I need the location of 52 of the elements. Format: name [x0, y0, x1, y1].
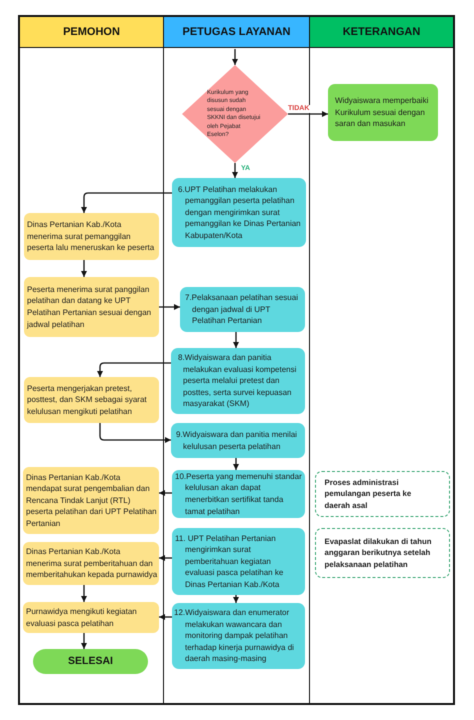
end-terminator: [33, 649, 148, 674]
lane-title: PETUGAS LAYANAN: [182, 26, 290, 38]
step-text: Dinas Pertanian Kab./Kota menerima surat pemberitahuan dan memberitahukan kepada purnawidya: [26, 546, 158, 581]
lane-title: PEMOHON: [63, 26, 120, 38]
process-box: [180, 287, 305, 332]
decision-diamond: [182, 65, 288, 163]
flow-arrow: [233, 458, 239, 470]
step-text: 11. UPT Pelatihan Pertanian mengirimkan surat pemberitahuan kegiatan evaluasi pasca pelatihan ke Dinas Pertanian Kab./Kota: [175, 532, 284, 590]
flow-arrow: [159, 614, 172, 620]
flow-arrow: [81, 633, 87, 649]
flow-arrow: [233, 595, 239, 603]
lane-title: KETERANGAN: [342, 26, 420, 38]
flow-arrow: [233, 332, 239, 348]
process-box: [328, 84, 438, 141]
process-box: [24, 213, 159, 260]
step-text: Peserta mengerjakan pretest, posttest, dan SKM sebagai syarat kelulusan mengikuti pelatihan: [27, 382, 148, 418]
step-text: 7.Pelaksanaan pelatihan sesuai dengan jadwal di UPT Pelatihan Pertanian: [185, 292, 299, 327]
flow-arrow: [159, 555, 172, 561]
flow-arrow: [288, 111, 328, 117]
process-box: [172, 528, 305, 595]
step-text: Dinas Pertanian Kab./Kota mendapat surat pengembalian dan Rencana Tindak Lanjut (RTL) peserta pelatihan dari UPT Pelatihan Pertanian: [26, 472, 158, 530]
flow-arrow: [81, 585, 87, 602]
process-box: [171, 423, 305, 458]
process-box: [171, 348, 305, 414]
process-box: [172, 603, 305, 669]
end-text: SELESAI: [68, 655, 113, 668]
step-text: Purnawidya mengikuti kegiatan evaluasi pasca pelatihan: [26, 606, 138, 630]
process-box: [24, 377, 159, 423]
note-box: [315, 471, 450, 517]
flow-arrow: [81, 192, 172, 213]
swimlane: [310, 15, 455, 705]
flow-arrow: [81, 260, 87, 277]
step-text: Dinas Pertanian Kab./Kota menerima surat pemanggilan peserta lalu meneruskan ke peserta: [27, 219, 156, 254]
step-text: 6.UPT Pelatihan melakukan pemanggilan peserta pelatihan dengan mengirimkan surat pemanggilan ke Dinas Pertanian Kabupaten/Kota: [178, 184, 302, 242]
step-text: 12.Widyaiswara dan enumerator melakukan wawancara dan monitoring dampak pelatihan terhadap kinerja purnawidya di daerah masing-masing: [174, 607, 295, 665]
step-text: 10.Peserta yang memenuhi standar kelulusan akan dapat menerbitkan sertifikat tanda tamat pelatihan: [175, 470, 303, 518]
flow-arrow: [232, 49, 238, 65]
process-box: [23, 602, 159, 633]
flow-arrow: [159, 304, 180, 310]
step-text: 8.Widyaiswara dan panitia melakukan evaluasi kompetensi peserta melalui pretest dan posttes, serta survei kepuasan masyarakat (SKM): [178, 352, 298, 410]
process-box: [172, 178, 306, 247]
swimlane: [164, 15, 310, 705]
step-text: Peserta menerima surat panggilan pelatihan dan datang ke UPT Pelatihan Pertanian sesuai dengan jadwal pelatihan: [27, 284, 152, 330]
swimlane: [18, 15, 164, 705]
flow-arrow: [159, 490, 172, 496]
step-text: Widyaiswara memperbaiki Kurikulum sesuai dengan saran dan masukan: [335, 95, 430, 130]
step-text: 9.Widyaiswara dan panitia menilai kelulusan peserta pelatihan: [176, 428, 298, 452]
process-box: [24, 277, 159, 337]
flow-arrow: [99, 423, 171, 443]
note-box: [315, 528, 450, 578]
flow-arrow: [232, 163, 238, 178]
flow-arrow: [97, 362, 171, 377]
